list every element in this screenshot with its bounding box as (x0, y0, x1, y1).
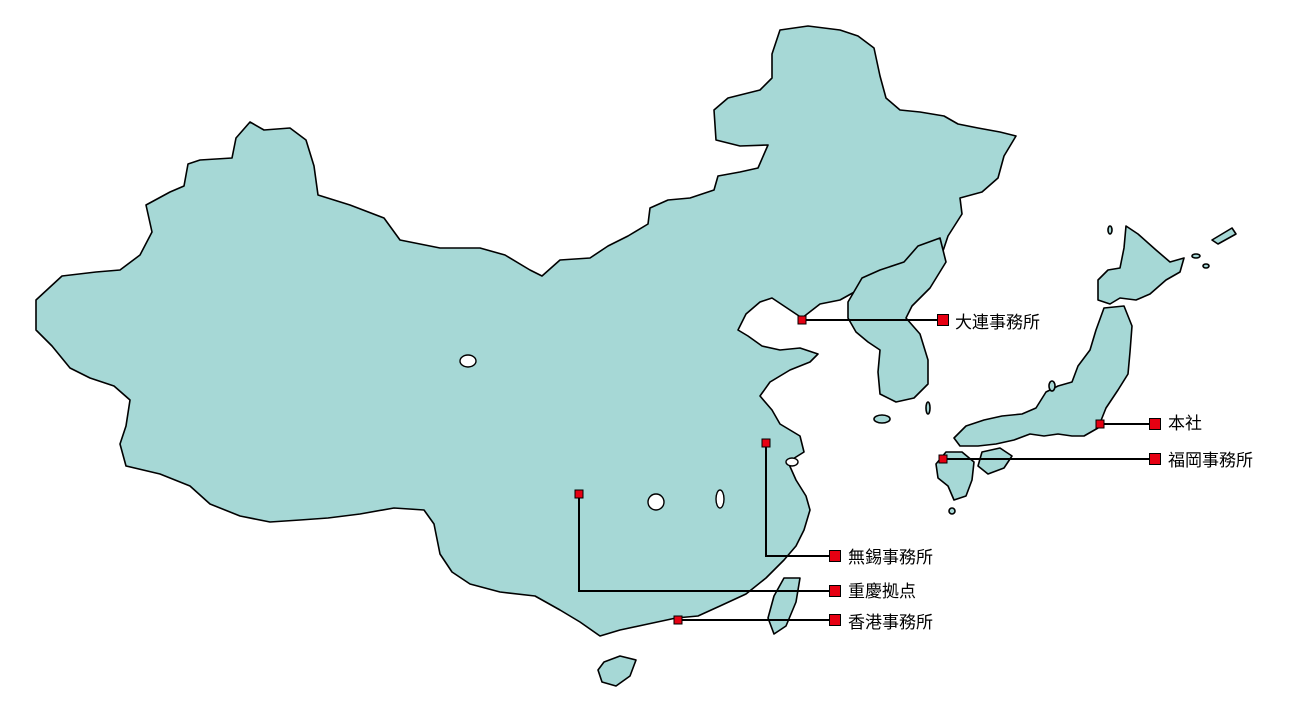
kuril-island-1 (1191, 253, 1201, 259)
kuril-island-2 (1202, 263, 1210, 269)
site-marker-fukuoka[interactable] (938, 454, 948, 464)
location-markers (574, 314, 1161, 626)
label-chongqing[interactable]: 重慶拠点 (848, 582, 916, 602)
kyushu (935, 451, 975, 501)
label-hongkong[interactable]: 香港事務所 (848, 613, 933, 633)
taiwan (767, 577, 801, 635)
leader-line-wuxi (765, 443, 835, 557)
site-marker-dalian[interactable] (797, 315, 807, 325)
label-dalian[interactable]: 大連事務所 (955, 313, 1040, 333)
label-marker-honsha[interactable] (1149, 418, 1161, 430)
label-marker-wuxi[interactable] (829, 550, 841, 562)
jeju-island (873, 414, 891, 424)
inland-lake-4 (785, 457, 799, 467)
leader-line-chongqing (578, 494, 835, 592)
label-marker-hongkong[interactable] (829, 614, 841, 626)
site-marker-wuxi[interactable] (761, 438, 771, 448)
label-marker-fukuoka[interactable] (1149, 453, 1161, 465)
site-marker-chongqing[interactable] (574, 489, 584, 499)
label-marker-chongqing[interactable] (829, 585, 841, 597)
yakushima (948, 507, 956, 515)
shikoku (977, 447, 1013, 475)
site-marker-hongkong[interactable] (673, 615, 683, 625)
inland-lake-1 (459, 354, 477, 368)
sado-island (1048, 380, 1056, 392)
inland-lake-3 (715, 489, 725, 509)
honshu (953, 305, 1133, 447)
label-wuxi[interactable]: 無錫事務所 (848, 548, 933, 568)
label-fukuoka[interactable]: 福岡事務所 (1168, 451, 1253, 471)
inland-lake-2 (647, 493, 665, 511)
hainan (597, 655, 637, 687)
hokkaido (1097, 225, 1185, 305)
label-honsha[interactable]: 本社 (1168, 414, 1202, 434)
tsushima (925, 401, 931, 415)
rishiri-island (1107, 225, 1113, 235)
label-marker-dalian[interactable] (937, 314, 949, 326)
site-marker-honsha[interactable] (1095, 419, 1105, 429)
kuril-island-3 (1211, 227, 1237, 245)
leader-lines (578, 319, 1155, 621)
